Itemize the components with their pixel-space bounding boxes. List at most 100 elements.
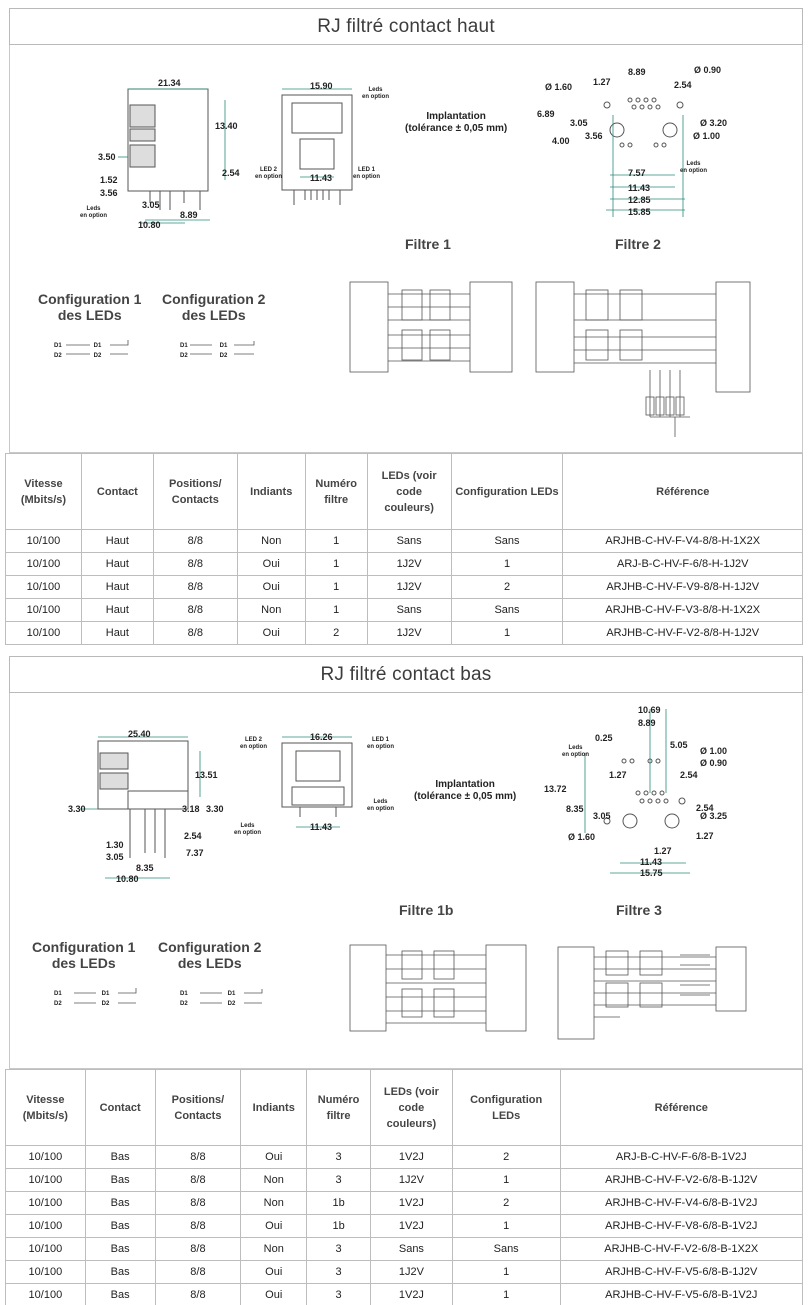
table-cell: 1V2J xyxy=(370,1191,453,1215)
dim-side-i: 10.80 xyxy=(116,874,139,884)
table-cell: ARJHB-C-HV-F-V2-6/8-B-1X2X xyxy=(559,1237,804,1261)
pcb-b: 8.89 xyxy=(638,718,656,728)
dim-front-width: 16.26 xyxy=(310,732,333,742)
dim-side-h: 7.37 xyxy=(186,848,204,858)
pcb-e: 13.72 xyxy=(544,784,567,794)
table-cell: Sans xyxy=(450,529,564,553)
table-cell: 1 xyxy=(450,621,564,645)
technical-drawing-bas: 25.40 13.51 3.30 3.18 3.30 2.54 1.30 3.0… xyxy=(9,693,803,1069)
table-cell: 10/100 xyxy=(5,598,82,622)
table-cell: 1V2J xyxy=(370,1283,453,1305)
pcb-i: 11.43 xyxy=(628,183,651,193)
col-header: Positions/ Contacts xyxy=(152,453,238,530)
dim-side-c: 3.30 xyxy=(206,804,224,814)
table-cell: Sans xyxy=(366,598,452,622)
col-header: Vitesse (Mbits/s) xyxy=(5,453,82,530)
table-cell: 1J2V xyxy=(366,621,452,645)
dim-side-f: 3.05 xyxy=(106,852,124,862)
table-cell: 8/8 xyxy=(152,621,238,645)
col-header: Indiants xyxy=(236,453,306,530)
led-row-label: D2 xyxy=(227,1001,236,1007)
pcb-j: 12.85 xyxy=(628,195,651,205)
col-header: Indiants xyxy=(240,1069,308,1146)
dim-front-width: 15.90 xyxy=(310,81,333,91)
config-title-1: Configuration 1 des LEDs xyxy=(32,939,136,971)
pcb-a: 10.69 xyxy=(638,705,661,715)
pcb-h: 8.35 xyxy=(566,804,584,814)
note-leds-pcb: Leds en option xyxy=(562,745,589,758)
col-header: Numéro filtre xyxy=(304,453,368,530)
table-cell: Oui xyxy=(240,1260,308,1284)
hole-b: Ø 0.90 xyxy=(700,758,728,768)
table-cell: 1V2J xyxy=(370,1145,453,1169)
pcb-h: 7.57 xyxy=(628,168,646,178)
table-cell: 8/8 xyxy=(152,575,238,599)
drawing-svg-haut xyxy=(66,88,751,437)
table-cell: 8/8 xyxy=(152,529,238,553)
dim-side-g: 10.80 xyxy=(138,220,161,230)
pcb-f: 1.27 xyxy=(609,770,627,780)
spec-table-bas: Vitesse (Mbits/s) Contact Positions/ Con… xyxy=(5,1069,804,1305)
dim-side-b: 1.52 xyxy=(100,175,118,185)
dim-side-a: 3.30 xyxy=(68,804,86,814)
table-cell: 8/8 xyxy=(152,552,238,576)
dim-side-height: 13.51 xyxy=(195,770,218,780)
dim-side-height: 13.40 xyxy=(215,121,238,131)
table-cell: 1J2V xyxy=(366,552,452,576)
dim-side-d: 2.54 xyxy=(184,831,202,841)
led-row-label: D2 xyxy=(180,1001,188,1007)
note-led2: LED 2 en option xyxy=(255,167,282,180)
table-cell: Bas xyxy=(84,1283,156,1305)
section-title-haut: RJ filtré contact haut xyxy=(9,8,803,45)
table-cell: 10/100 xyxy=(5,1191,86,1215)
col-header: LEDs (voir code couleurs) xyxy=(366,453,452,530)
table-cell: 8/8 xyxy=(152,598,238,622)
note-leds-front: Leds en option xyxy=(362,87,389,100)
table-cell: 2 xyxy=(451,1145,561,1169)
config-title-1: Configuration 1 des LEDs xyxy=(38,291,142,323)
table-cell: 10/100 xyxy=(5,1237,86,1261)
col-header: Contact xyxy=(84,1069,156,1146)
table-cell: 1 xyxy=(304,529,368,553)
table-cell: 10/100 xyxy=(5,1145,86,1169)
hole-b: Ø 0.90 xyxy=(694,65,722,75)
table-header-row: Vitesse (Mbits/s) Contact Positions/ Con… xyxy=(5,453,803,530)
pcb-a: 1.27 xyxy=(593,77,611,87)
config-title-2: Configuration 2 des LEDs xyxy=(162,291,266,323)
table-cell: 2 xyxy=(304,621,368,645)
col-header: Vitesse (Mbits/s) xyxy=(5,1069,86,1146)
config-title-2: Configuration 2 des LEDs xyxy=(158,939,262,971)
led-row-label: D2 xyxy=(219,353,228,359)
table-cell: Oui xyxy=(240,1214,308,1238)
led-row-label: D2 xyxy=(54,353,62,359)
table-cell: ARJHB-C-HV-F-V4-6/8-B-1V2J xyxy=(559,1191,804,1215)
table-cell: 1b xyxy=(306,1191,372,1215)
dim-front-pins: 11.43 xyxy=(310,173,333,183)
table-cell: Bas xyxy=(84,1214,156,1238)
pcb-g: 2.54 xyxy=(680,770,698,780)
table-cell: 8/8 xyxy=(154,1191,242,1215)
led-row-label: D1 xyxy=(180,343,188,349)
table-cell: Bas xyxy=(84,1237,156,1261)
table-cell: 1 xyxy=(304,598,368,622)
table-cell: 1 xyxy=(450,552,564,576)
led-row-label: D1 xyxy=(180,991,188,997)
table-cell: 2 xyxy=(450,575,564,599)
filter-title-3: Filtre 3 xyxy=(616,902,662,918)
table-cell: Sans xyxy=(450,598,564,622)
table-cell: Haut xyxy=(80,552,154,576)
dim-side-g: 8.35 xyxy=(136,863,154,873)
table-cell: ARJHB-C-HV-F-V3-8/8-H-1X2X xyxy=(562,598,803,622)
table-cell: ARJHB-C-HV-F-V8-6/8-B-1V2J xyxy=(559,1214,804,1238)
led-row-label: D2 xyxy=(93,353,102,359)
implantation-label: Implantation (tolérance ± 0,05 mm) xyxy=(414,779,517,802)
table-cell: 8/8 xyxy=(154,1214,242,1238)
hole-c: Ø 1.60 xyxy=(568,832,596,842)
col-header: Configuration LEDs xyxy=(451,1069,561,1146)
table-cell: Non xyxy=(236,598,306,622)
